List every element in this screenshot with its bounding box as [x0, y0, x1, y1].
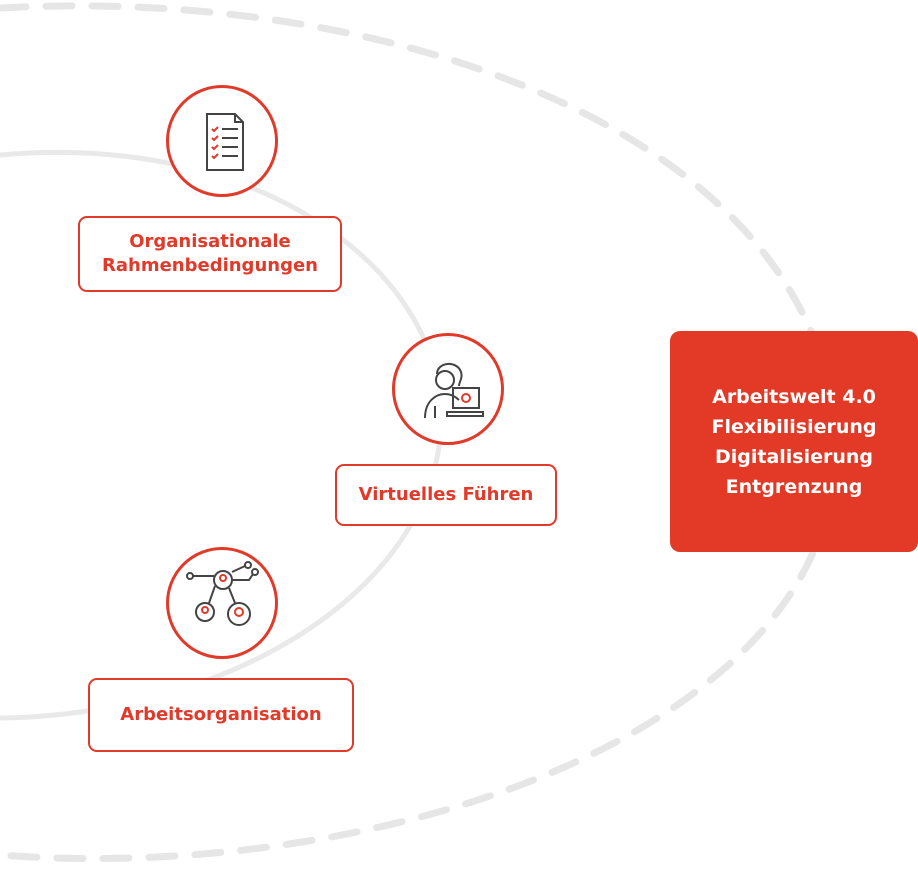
person-laptop-circle	[392, 333, 504, 445]
label-line-1: Virtuelles Führen	[358, 484, 534, 505]
main-box-line-1: Arbeitswelt 4.0	[712, 385, 876, 408]
person-laptop-icon	[424, 363, 484, 419]
label-arbeitsorganisation: Arbeitsorganisation	[88, 678, 354, 752]
team-network-circle	[166, 547, 278, 659]
checklist-circle	[166, 85, 278, 197]
label-line-1: Arbeitsorganisation	[120, 704, 322, 725]
main-box-line-2: Flexibilisierung	[711, 415, 877, 438]
checklist-document-icon	[206, 113, 244, 171]
label-line-1: Organisationale	[129, 231, 291, 252]
arbeitswelt-box: Arbeitswelt 4.0 Flexibilisierung Digital…	[670, 331, 918, 552]
main-box-line-4: Entgrenzung	[725, 475, 863, 498]
main-box-line-3: Digitalisierung	[714, 445, 874, 468]
label-line-2: Rahmenbedingungen	[102, 255, 318, 276]
label-virtuelles-fuehren: Virtuelles Führen	[335, 464, 557, 526]
team-network-icon	[186, 561, 259, 626]
label-organisationale-rahmenbedingungen: Organisationale Rahmenbedingungen	[78, 216, 342, 292]
